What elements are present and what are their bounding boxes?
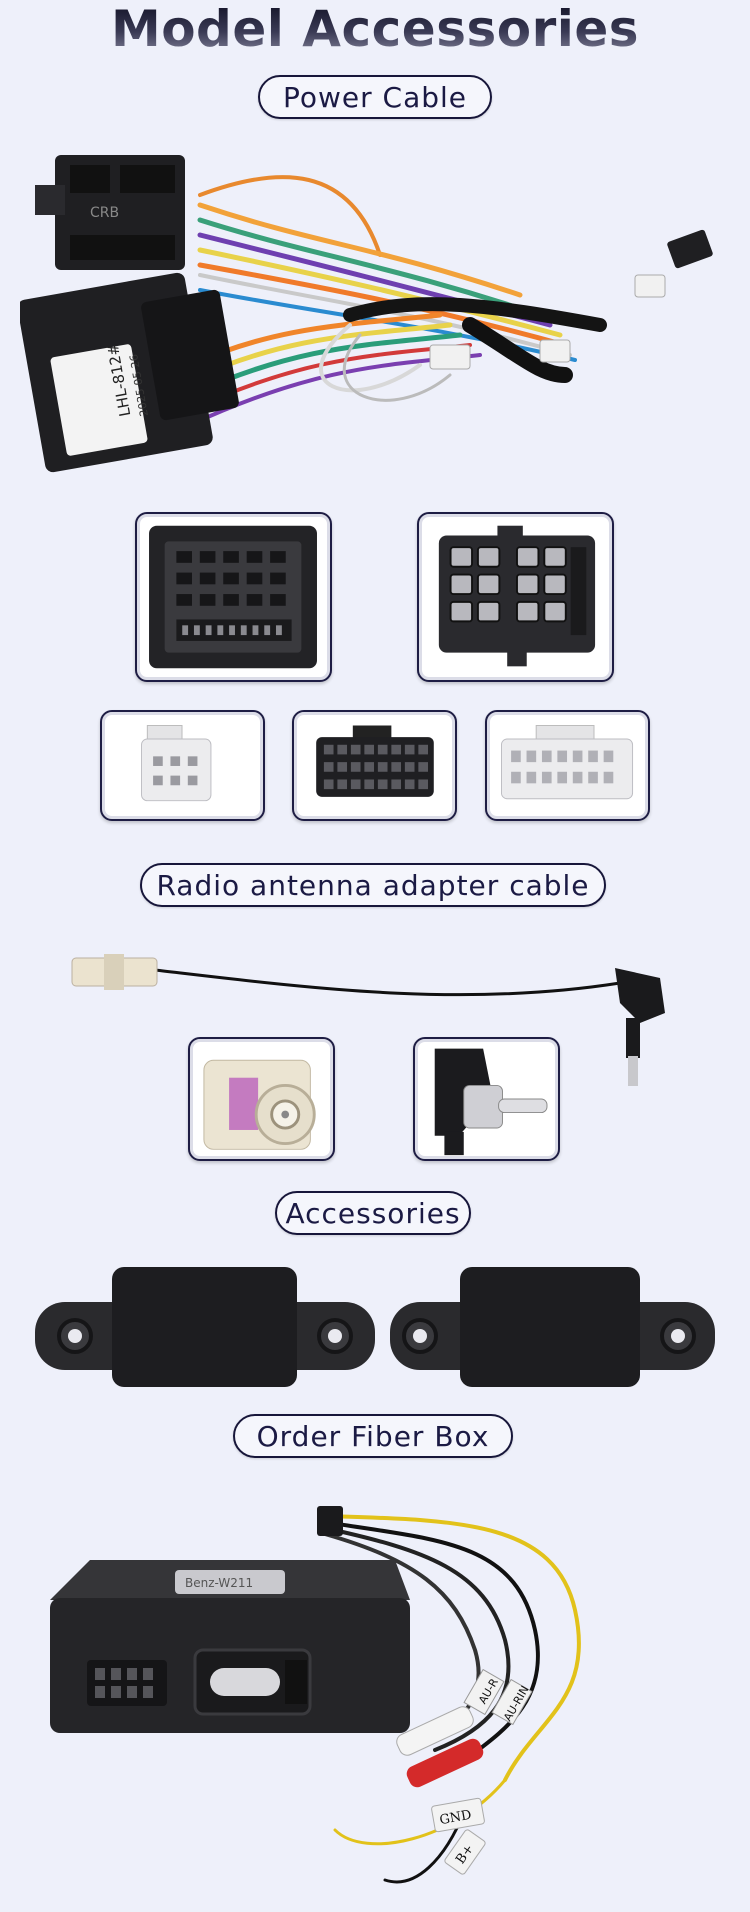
fiber-box-image: AU-R AU-RIN GND B+ Benz-W211	[35, 1480, 715, 1910]
mounting-brackets-image	[30, 1262, 720, 1397]
section-label-power-cable: Power Cable	[258, 75, 492, 119]
page-title: Model Accessories	[0, 0, 750, 58]
antenna-thumb-fakra-plug	[188, 1037, 335, 1161]
svg-text:CRB: CRB	[90, 205, 119, 221]
label-gnd: GND	[438, 1808, 472, 1828]
connector-thumb-black-multi	[292, 710, 457, 821]
box-brand-label: Benz-W211	[185, 1576, 253, 1590]
section-label-antenna: Radio antenna adapter cable	[140, 863, 606, 907]
antenna-thumb-din-plug	[413, 1037, 560, 1161]
connector-thumb-white-wide	[485, 710, 650, 821]
connector-thumb-male-block	[417, 512, 614, 682]
antenna-cable-image	[60, 928, 700, 1088]
connector-thumb-female-block	[135, 512, 332, 682]
section-label-accessories: Accessories	[275, 1191, 471, 1235]
section-label-fiber-box: Order Fiber Box	[233, 1414, 513, 1458]
power-cable-harness-image: CRB LHL-812# 2025 05 26	[20, 125, 730, 510]
connector-thumb-white-small	[100, 710, 265, 821]
